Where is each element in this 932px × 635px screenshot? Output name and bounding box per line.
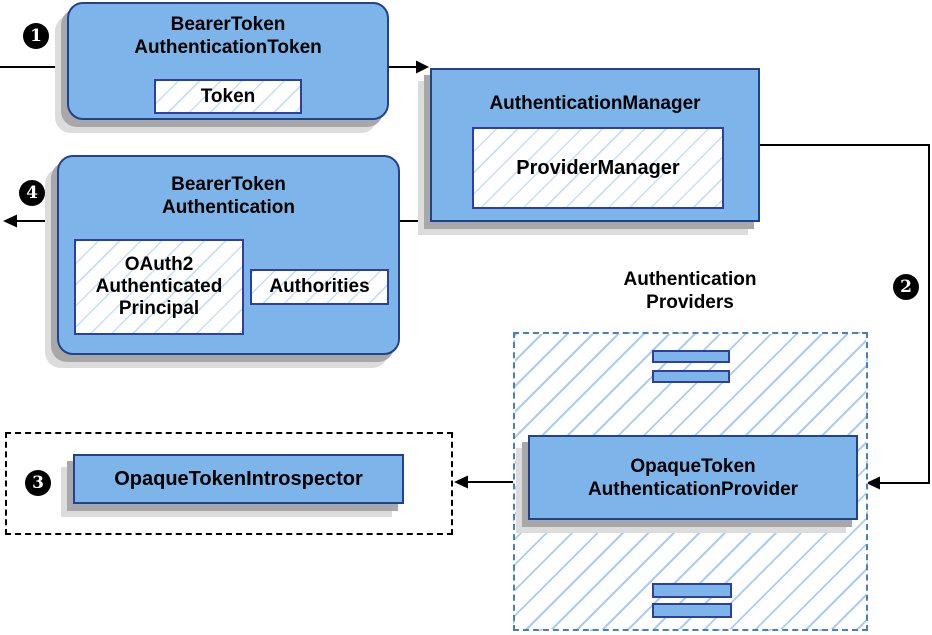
step-2-badge: 2 (893, 274, 919, 300)
provider-slot-bar-bottom-2 (652, 603, 732, 618)
provider-slot-bar-top-2 (652, 370, 730, 383)
bearer-token-authentication-title: BearerToken Authentication (162, 174, 295, 218)
provider-slot-bar-bottom-1 (652, 583, 732, 598)
oauth2-authenticated-principal-inner-box: OAuth2 Authenticated Principal (74, 239, 244, 335)
node-opaque-token-authentication-provider: OpaqueToken AuthenticationProvider (528, 435, 858, 520)
arrow-token-to-manager (389, 60, 429, 74)
node-bearer-token-authentication-token: BearerToken AuthenticationToken Token (67, 2, 389, 120)
opaque-token-introspector-container (5, 432, 453, 535)
step-3-badge: 3 (25, 470, 51, 496)
authentication-providers-label: Authentication Providers (623, 269, 757, 313)
authorities-inner-box: Authorities (250, 269, 389, 305)
arrow-authentication-out (3, 214, 58, 228)
node-bearer-token-authentication: BearerToken Authentication OAuth2 Authen… (57, 155, 400, 355)
step-1-badge: 1 (23, 23, 49, 49)
provider-slot-bar-top-1 (652, 350, 730, 363)
node-authentication-manager: AuthenticationManager ProviderManager (430, 68, 760, 222)
step-4-badge: 4 (19, 180, 45, 206)
bearer-token-authentication-token-title: BearerToken AuthenticationToken (134, 14, 322, 58)
token-inner-box: Token (154, 79, 302, 114)
node-opaque-token-introspector: OpaqueTokenIntrospector (73, 454, 404, 504)
authentication-manager-title: AuthenticationManager (489, 93, 701, 114)
provider-manager-inner-box: ProviderManager (472, 127, 724, 209)
